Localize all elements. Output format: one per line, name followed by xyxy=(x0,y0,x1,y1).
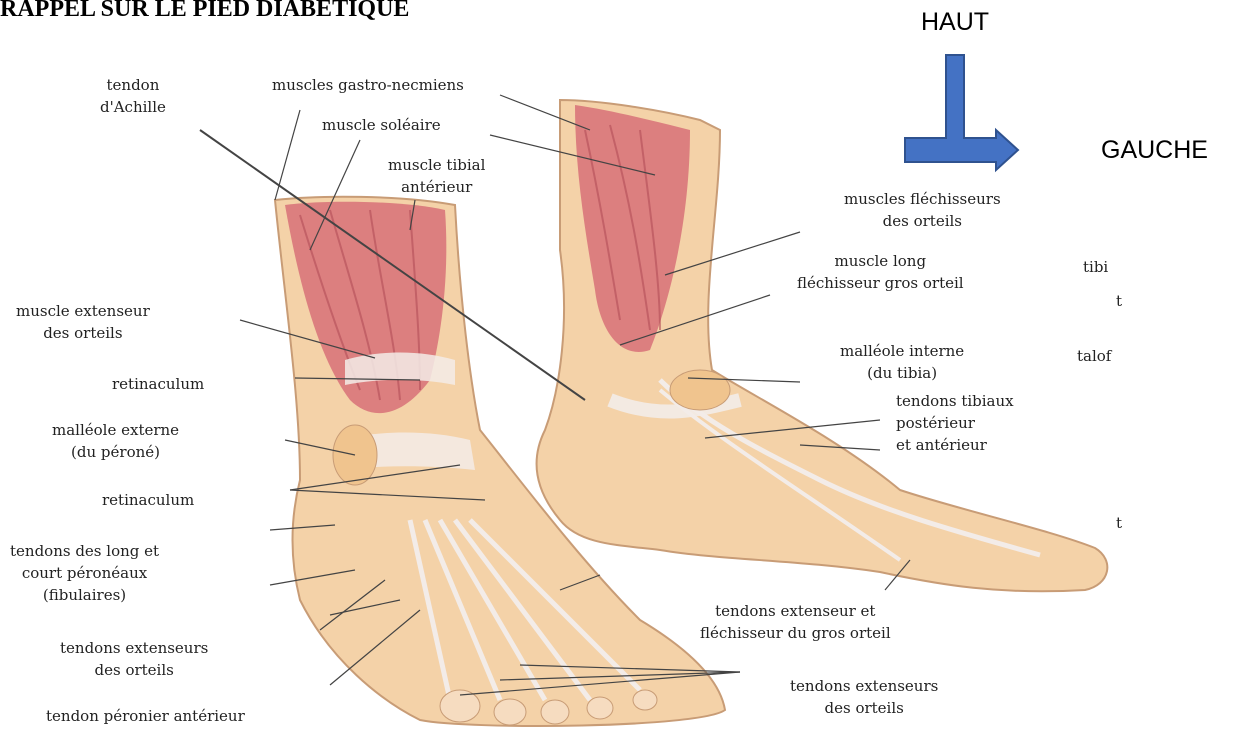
label-cut-tibi: tibi xyxy=(1083,256,1108,278)
label-retinaculum-2: retinaculum xyxy=(102,489,194,511)
label-malleole-externe: malléole externe(du péroné) xyxy=(52,419,179,463)
label-cut-t2: t xyxy=(1116,512,1122,534)
label-cut-talo: talof xyxy=(1077,345,1111,367)
label-retinaculum-1: retinaculum xyxy=(112,373,204,395)
label-peronier-anterieur: tendon péronier antérieur xyxy=(46,705,245,727)
label-cut-t1: t xyxy=(1116,290,1122,312)
label-malleole-interne: malléole interne(du tibia) xyxy=(840,340,964,384)
label-gastro: muscles gastro-necmiens xyxy=(272,74,464,96)
label-soleaire: muscle soléaire xyxy=(322,114,441,136)
medial-view-foot xyxy=(537,100,1108,591)
